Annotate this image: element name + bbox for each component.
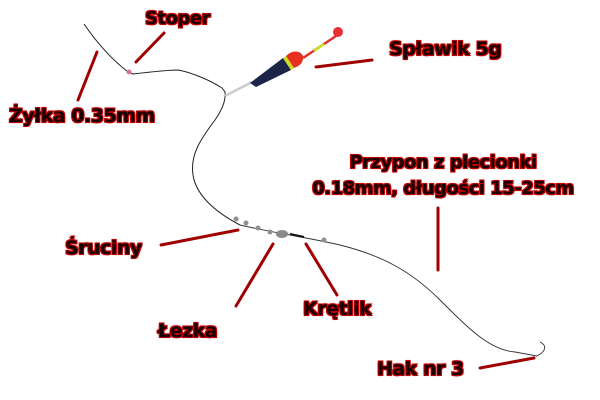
label-kretlik: Krętlik [303,298,372,320]
pointer-sruciny [159,228,240,247]
label-stoper: Stoper [145,8,210,29]
leader-line [239,224,546,357]
label-splawik: Spławik 5g [389,38,502,60]
swivel [289,233,305,238]
label-sruciny: Śruciny [65,237,142,259]
pointer-splawik [314,58,374,69]
float [224,27,343,98]
label-przypon-line2: 0.18mm, długości 15-25cm [312,178,574,199]
pointer-zylka [76,50,99,102]
label-zylka: Żyłka 0.35mm [9,105,155,127]
teardrop-sinker [276,230,288,238]
pointer-lezka [234,242,275,308]
label-przypon-line1: Przypon z plecionki [349,152,537,173]
label-lezka: Łezka [158,320,218,342]
label-hak: Hak nr 3 [377,358,464,380]
stopper-bead [126,69,132,75]
pointer-kretlik [304,242,339,297]
pointer-stoper [134,31,166,64]
label-przypon: Przypon z plecionki 0.18mm, długości 15-… [288,150,598,202]
pointer-hak [478,356,536,370]
split-shots [233,216,327,243]
